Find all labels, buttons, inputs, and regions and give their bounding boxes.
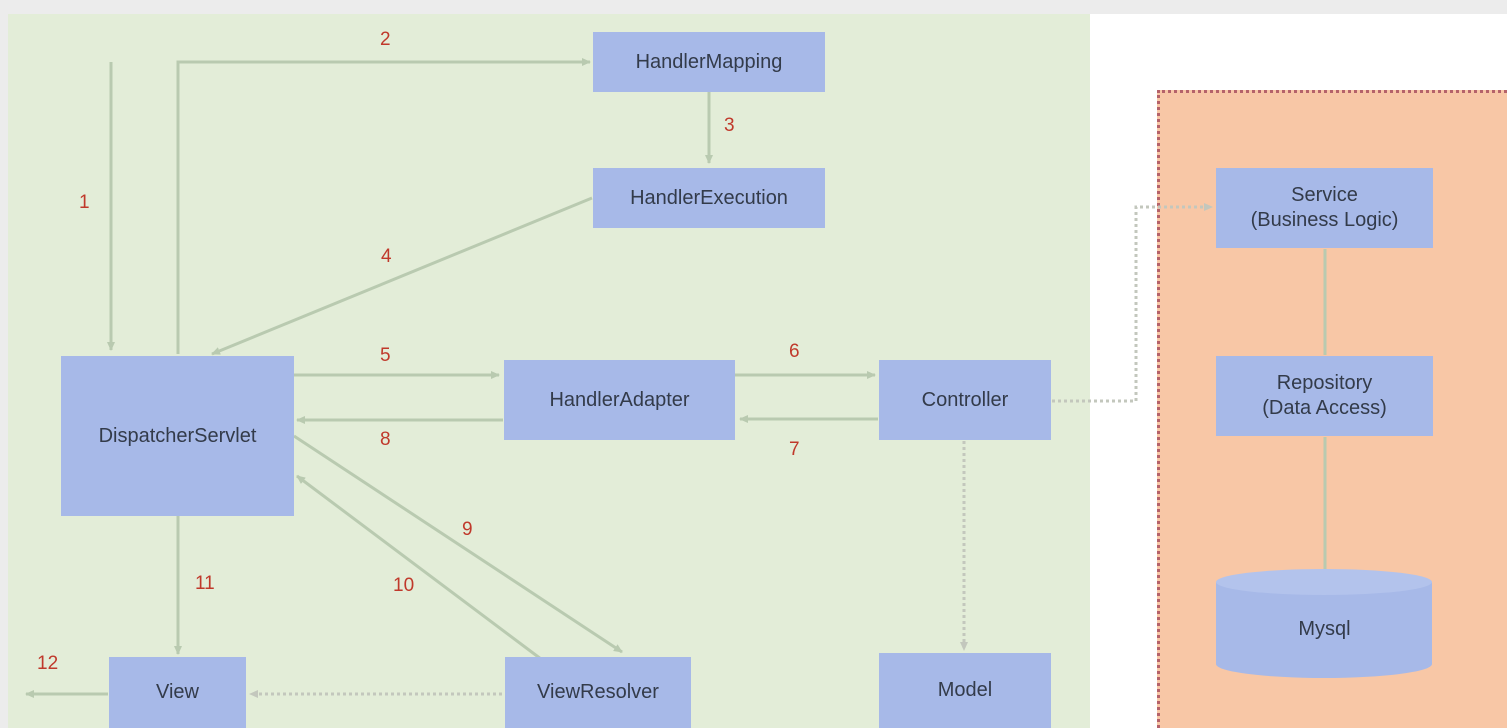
- step-7: 7: [789, 439, 800, 460]
- step-8: 8: [380, 429, 391, 450]
- view-resolver-label: ViewResolver: [537, 681, 659, 703]
- handler-execution-box: HandlerExecution: [593, 168, 825, 228]
- handler-adapter-label: HandlerAdapter: [549, 388, 690, 411]
- dispatcher-servlet-box: DispatcherServlet: [61, 356, 294, 516]
- step-1: 1: [79, 192, 90, 213]
- controller-service-link: [1052, 203, 1213, 403]
- controller-box: Controller: [879, 360, 1051, 440]
- repository-label: Repository (Data Access): [1262, 372, 1387, 419]
- model-box: Model: [879, 653, 1051, 728]
- service-label: Service (Business Logic): [1250, 184, 1399, 231]
- step-12: 12: [37, 653, 59, 674]
- view-box: View: [109, 657, 246, 728]
- arrow-4: [211, 196, 593, 356]
- model-label: Model: [937, 679, 993, 701]
- view-label: View: [156, 681, 199, 703]
- dispatcher-servlet-label: DispatcherServlet: [98, 424, 257, 447]
- handler-mapping-box: HandlerMapping: [593, 32, 825, 92]
- arrow-10: [296, 474, 546, 664]
- step-4: 4: [381, 246, 392, 267]
- mysql-cylinder: [1216, 569, 1432, 678]
- controller-label: Controller: [921, 388, 1009, 411]
- step-3: 3: [724, 115, 735, 136]
- handler-execution-label: HandlerExecution: [630, 186, 788, 209]
- step-5: 5: [380, 345, 391, 366]
- arrow-2: [176, 58, 591, 354]
- service-box: Service (Business Logic): [1216, 168, 1433, 248]
- step-11: 11: [195, 573, 215, 594]
- step-2: 2: [380, 29, 391, 50]
- step-9: 9: [462, 519, 473, 540]
- step-10: 10: [393, 575, 415, 596]
- arrow-9: [293, 434, 623, 654]
- mysql-label: Mysql: [1298, 618, 1351, 640]
- view-resolver-box: ViewResolver: [505, 657, 691, 728]
- handler-adapter-box: HandlerAdapter: [504, 360, 735, 440]
- handler-mapping-label: HandlerMapping: [635, 50, 783, 73]
- repository-box: Repository (Data Access): [1216, 356, 1433, 436]
- step-6: 6: [789, 341, 800, 362]
